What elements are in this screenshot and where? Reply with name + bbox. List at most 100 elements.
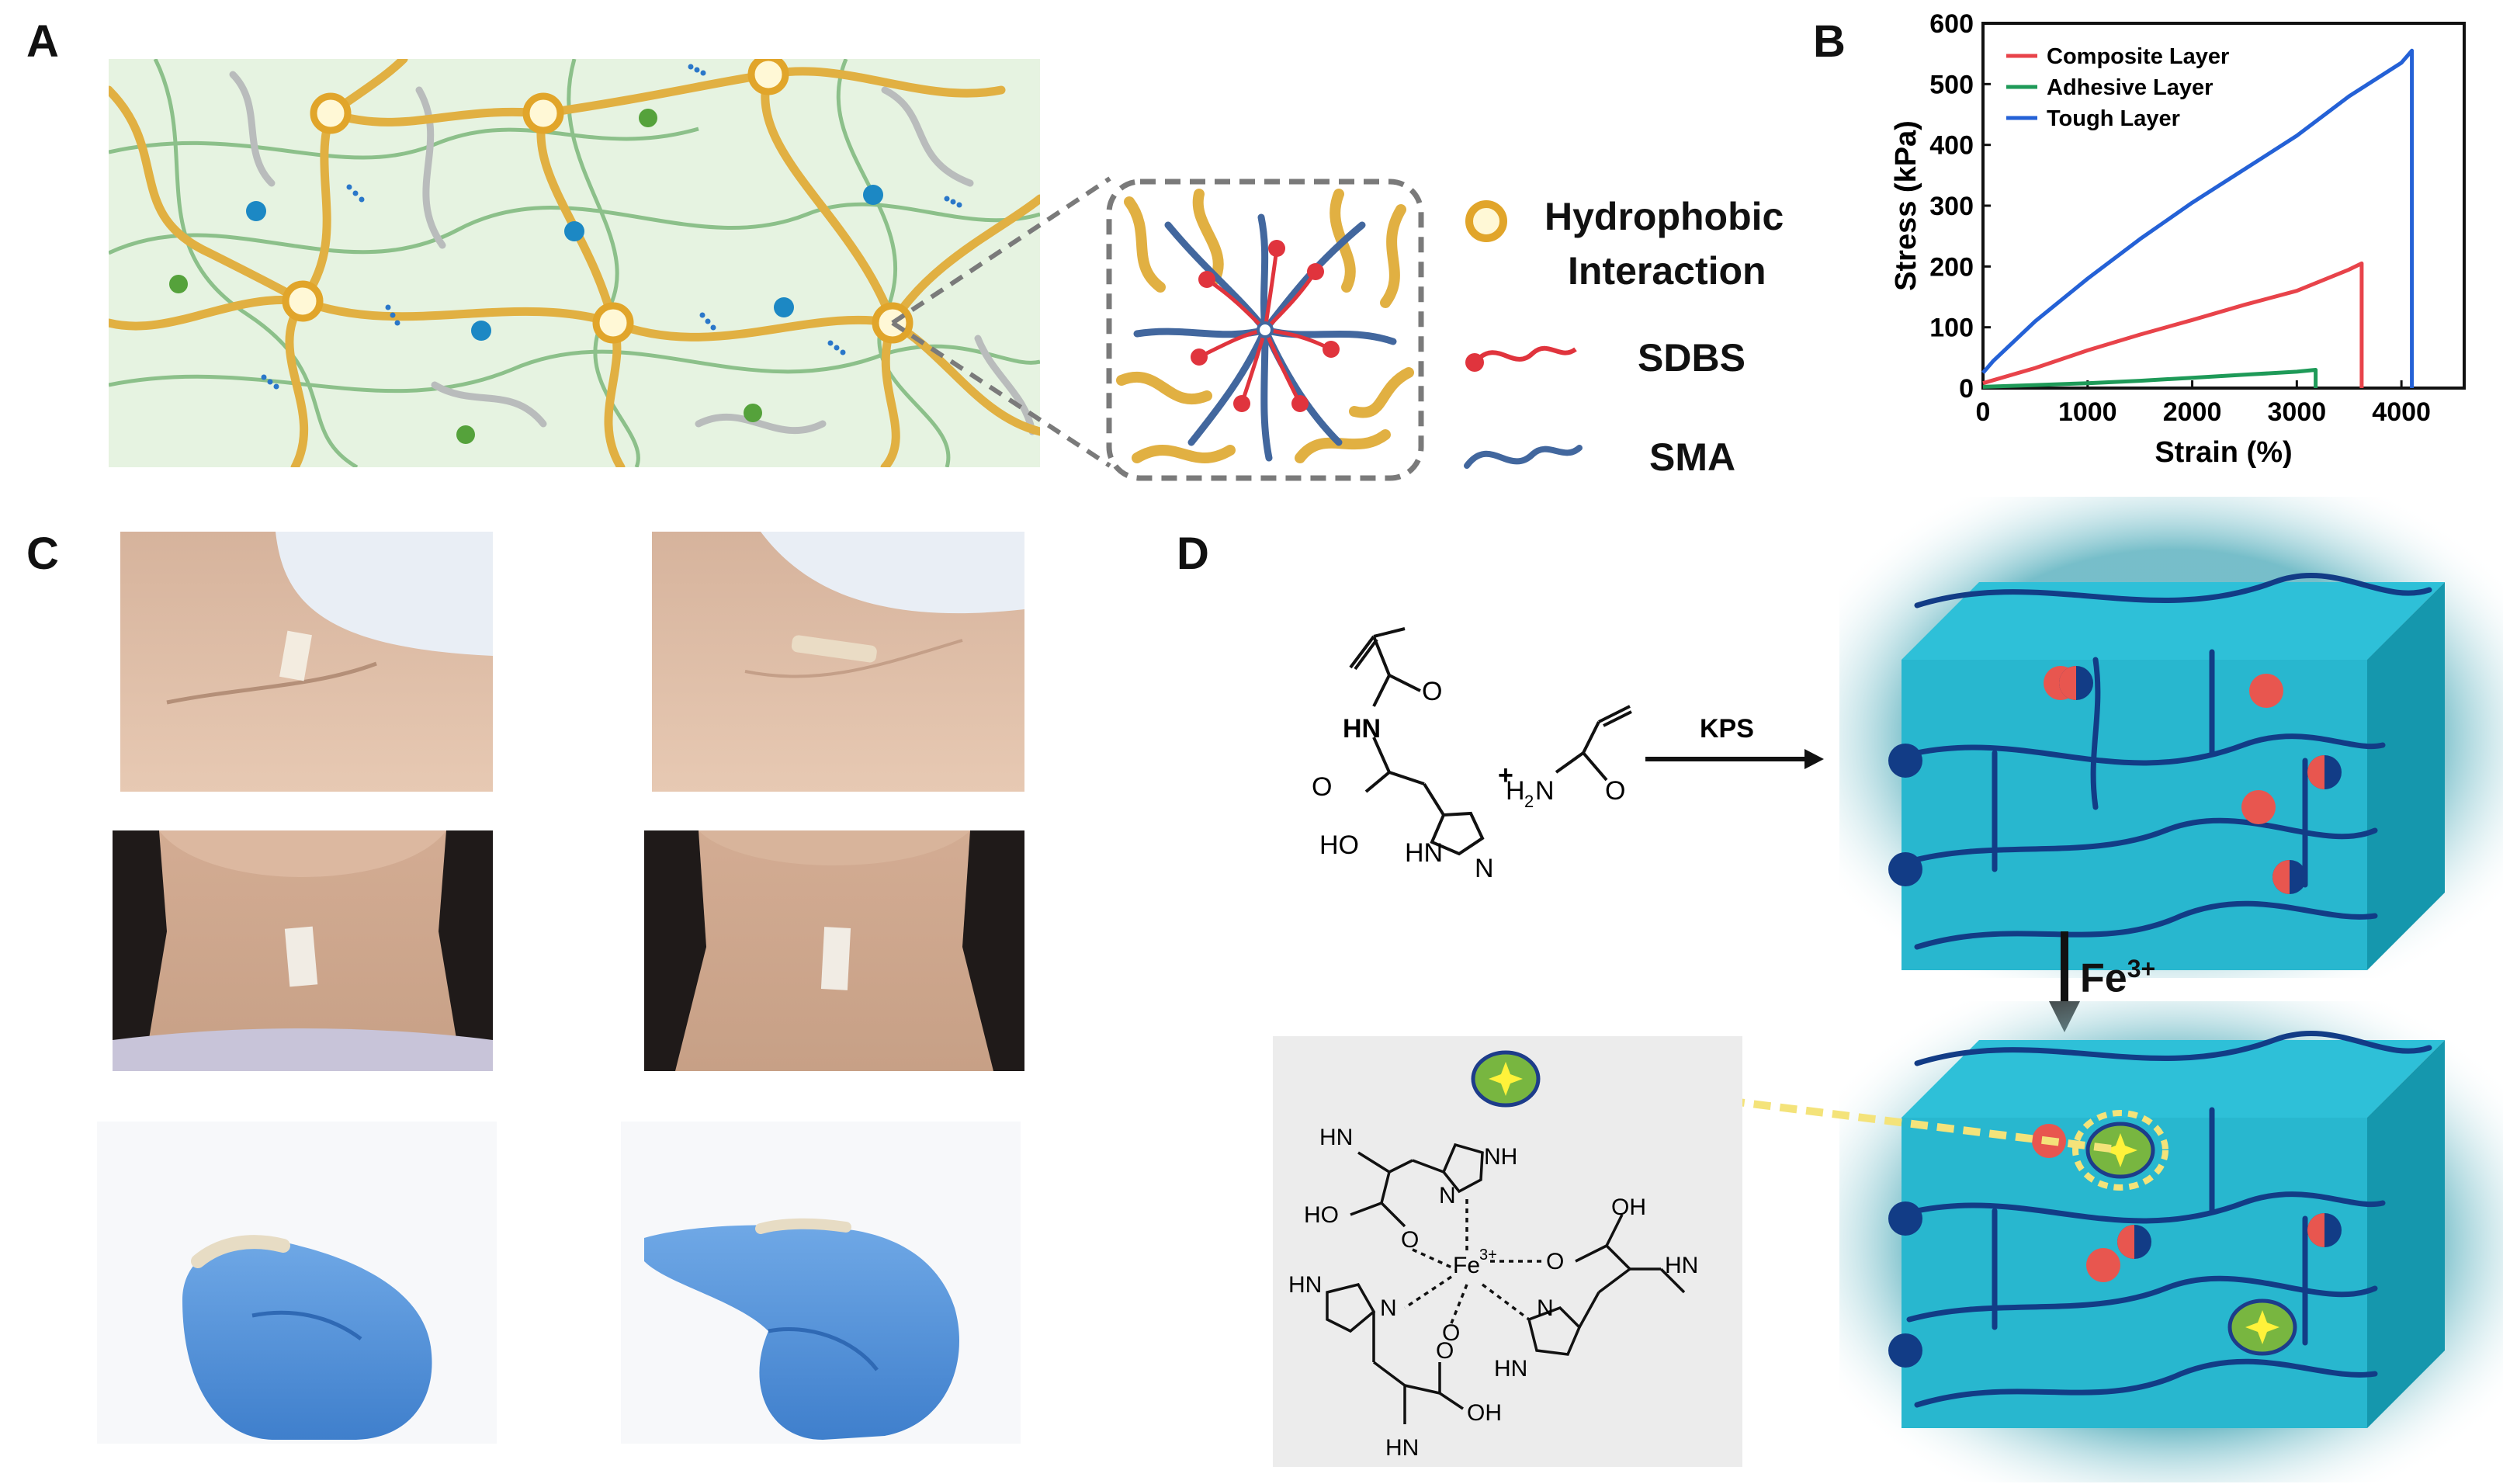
complex-label-o2: O: [1546, 1249, 1564, 1274]
x-tick-label: 2000: [2163, 397, 2222, 427]
complex-label-oh-bottom: OH: [1467, 1400, 1502, 1426]
micelle-core: [1257, 321, 1274, 338]
legend-hydrophobic-line2: Interaction: [1568, 249, 1766, 293]
x-axis-label: Strain (%): [2155, 436, 2292, 469]
complex-label-hn-left: HN: [1288, 1272, 1322, 1298]
hydrogel-cubes: [1839, 497, 2503, 1482]
complex-label-hn-top: HN: [1319, 1125, 1353, 1150]
sma-legend-icon: [1464, 445, 1583, 469]
label-o2: O: [1312, 772, 1332, 802]
complex-label-fe: Fe: [1453, 1253, 1480, 1278]
bottom-cube-top-face: [1902, 1040, 2445, 1118]
hydrogen-bond-dots: [261, 64, 962, 390]
complex-label-o4: O: [1442, 1320, 1460, 1346]
panel-label-b: B: [1813, 16, 1846, 67]
panel-label-c: C: [26, 529, 59, 579]
micelle-zoom-box: [1106, 179, 1424, 481]
legend-hydrophobic-line1: Hydrophobic: [1544, 195, 1784, 238]
legend-label-2: Tough Layer: [2047, 106, 2180, 131]
complex-bonds: [1326, 1142, 1686, 1424]
complex-label-hn-bottom: HN: [1385, 1435, 1419, 1461]
acrylamide-bonds: [1555, 705, 1632, 782]
green-ions: [169, 109, 762, 444]
bottom-cube-side-face: [2367, 1040, 2445, 1428]
label-n-ring: N: [1475, 854, 1494, 883]
series-line-2: [1981, 48, 2415, 388]
complex-label-nh-top: NH: [1484, 1144, 1517, 1170]
gray-chains: [229, 71, 1036, 435]
bottom-cube-ions: [1888, 1124, 2342, 1368]
label-plus: +: [1498, 761, 1513, 790]
x-tick-label: 4000: [2372, 397, 2431, 427]
stress-strain-chart: 0 1000 2000 3000 4000 0 100 200 300 400 500 600Stra…: [1894, 9, 2466, 469]
photo-elbow-bent: [652, 532, 1024, 792]
legend-sdbs: SDBS: [1638, 336, 1746, 380]
panel-label-a: A: [26, 16, 59, 67]
fe-label: Fe3+: [2080, 955, 2156, 1001]
complex-label-oh: OH: [1611, 1194, 1646, 1220]
label-nh-ring: HN: [1405, 838, 1443, 868]
complex-label-o3: O: [1436, 1338, 1454, 1364]
x-tick-label: 1000: [2058, 397, 2117, 427]
y-tick-label: 0: [1959, 374, 1974, 404]
photo-elbow-straight: [120, 532, 493, 792]
complex-label-n-ring: N: [1439, 1183, 1456, 1208]
x-tick-label: 3000: [2268, 397, 2327, 427]
y-axis-label: Stress (kPa): [1894, 120, 1922, 291]
legend-label-0: Composite Layer: [2047, 44, 2229, 69]
top-cube-front-face: [1902, 660, 2367, 970]
complex-marker: [1471, 1050, 1541, 1108]
network-background: [109, 59, 1040, 467]
top-cube-side-face: [2367, 582, 2445, 970]
complex-label-o1: O: [1401, 1227, 1419, 1253]
fe-complex-markers: [2072, 1110, 2297, 1356]
y-tick-label: 200: [1929, 252, 1974, 282]
top-cube-top-face: [1902, 582, 2445, 660]
panel-label-d: D: [1177, 529, 1209, 579]
label-hn: HN: [1343, 714, 1381, 744]
label-n-amide: N: [1535, 776, 1555, 806]
sdbs-legend-icon: [1465, 345, 1577, 372]
label-h2n-sub: 2: [1524, 792, 1534, 811]
complex-label-fe-sup: 3+: [1479, 1246, 1497, 1264]
top-cube-ions: [1888, 666, 2342, 894]
complex-label-hn-far: HN: [1665, 1253, 1698, 1278]
histidine-monomer-bonds: [1349, 627, 1485, 856]
fe-complex-structure: HN NH N HO O Fe 3+ O OH HN HN N O N HN O…: [1273, 1036, 1742, 1467]
legend-label-1: Adhesive Layer: [2047, 75, 2213, 100]
hydrophobic-legend-icon: [1465, 200, 1507, 242]
chart-axes: 0 1000 2000 3000 4000 0 100 200 300 400 500 600Stra…: [1894, 9, 2466, 469]
y-tick-label: 500: [1929, 70, 1974, 99]
y-tick-label: 300: [1929, 192, 1974, 221]
y-tick-label: 400: [1929, 131, 1974, 161]
complex-label-ho: HO: [1304, 1202, 1339, 1228]
series-line-0: [1982, 261, 2364, 388]
photo-neck-front: [113, 830, 493, 1071]
complex-label-hn-right: HN: [1494, 1356, 1527, 1382]
blue-ions: [246, 185, 883, 341]
photo-neck-tilted: [644, 830, 1024, 1071]
polymer-network-diagram: [109, 59, 1040, 467]
chart-series: [1981, 48, 2415, 389]
monomer-reaction-scheme: HN O O HO HN N + H 2 N O KPS: [1312, 627, 1824, 883]
photo-hand-pointing: [621, 1122, 1021, 1444]
photo-hand-fist: [97, 1122, 497, 1444]
label-ho: HO: [1319, 830, 1359, 860]
label-h2n: H: [1506, 776, 1525, 806]
x-tick-label: 0: [1976, 397, 1991, 427]
series-line-1: [1982, 368, 2318, 389]
legend-sma: SMA: [1649, 435, 1736, 479]
y-tick-label: 100: [1929, 314, 1974, 343]
label-kps: KPS: [1700, 714, 1754, 744]
zoom-connector: [891, 176, 1111, 468]
top-cube-chains: [1906, 572, 2432, 950]
hydrophobic-nodes: [282, 59, 913, 344]
complex-label-n-left: N: [1380, 1295, 1397, 1321]
complex-background: [1273, 1036, 1742, 1467]
reaction-arrow-head: [1804, 749, 1824, 769]
label-o-amide: O: [1605, 776, 1625, 806]
bottom-cube-chains: [1906, 1030, 2432, 1408]
complex-label-n-topright: N: [1537, 1295, 1554, 1321]
y-tick-label: 600: [1929, 9, 1974, 39]
